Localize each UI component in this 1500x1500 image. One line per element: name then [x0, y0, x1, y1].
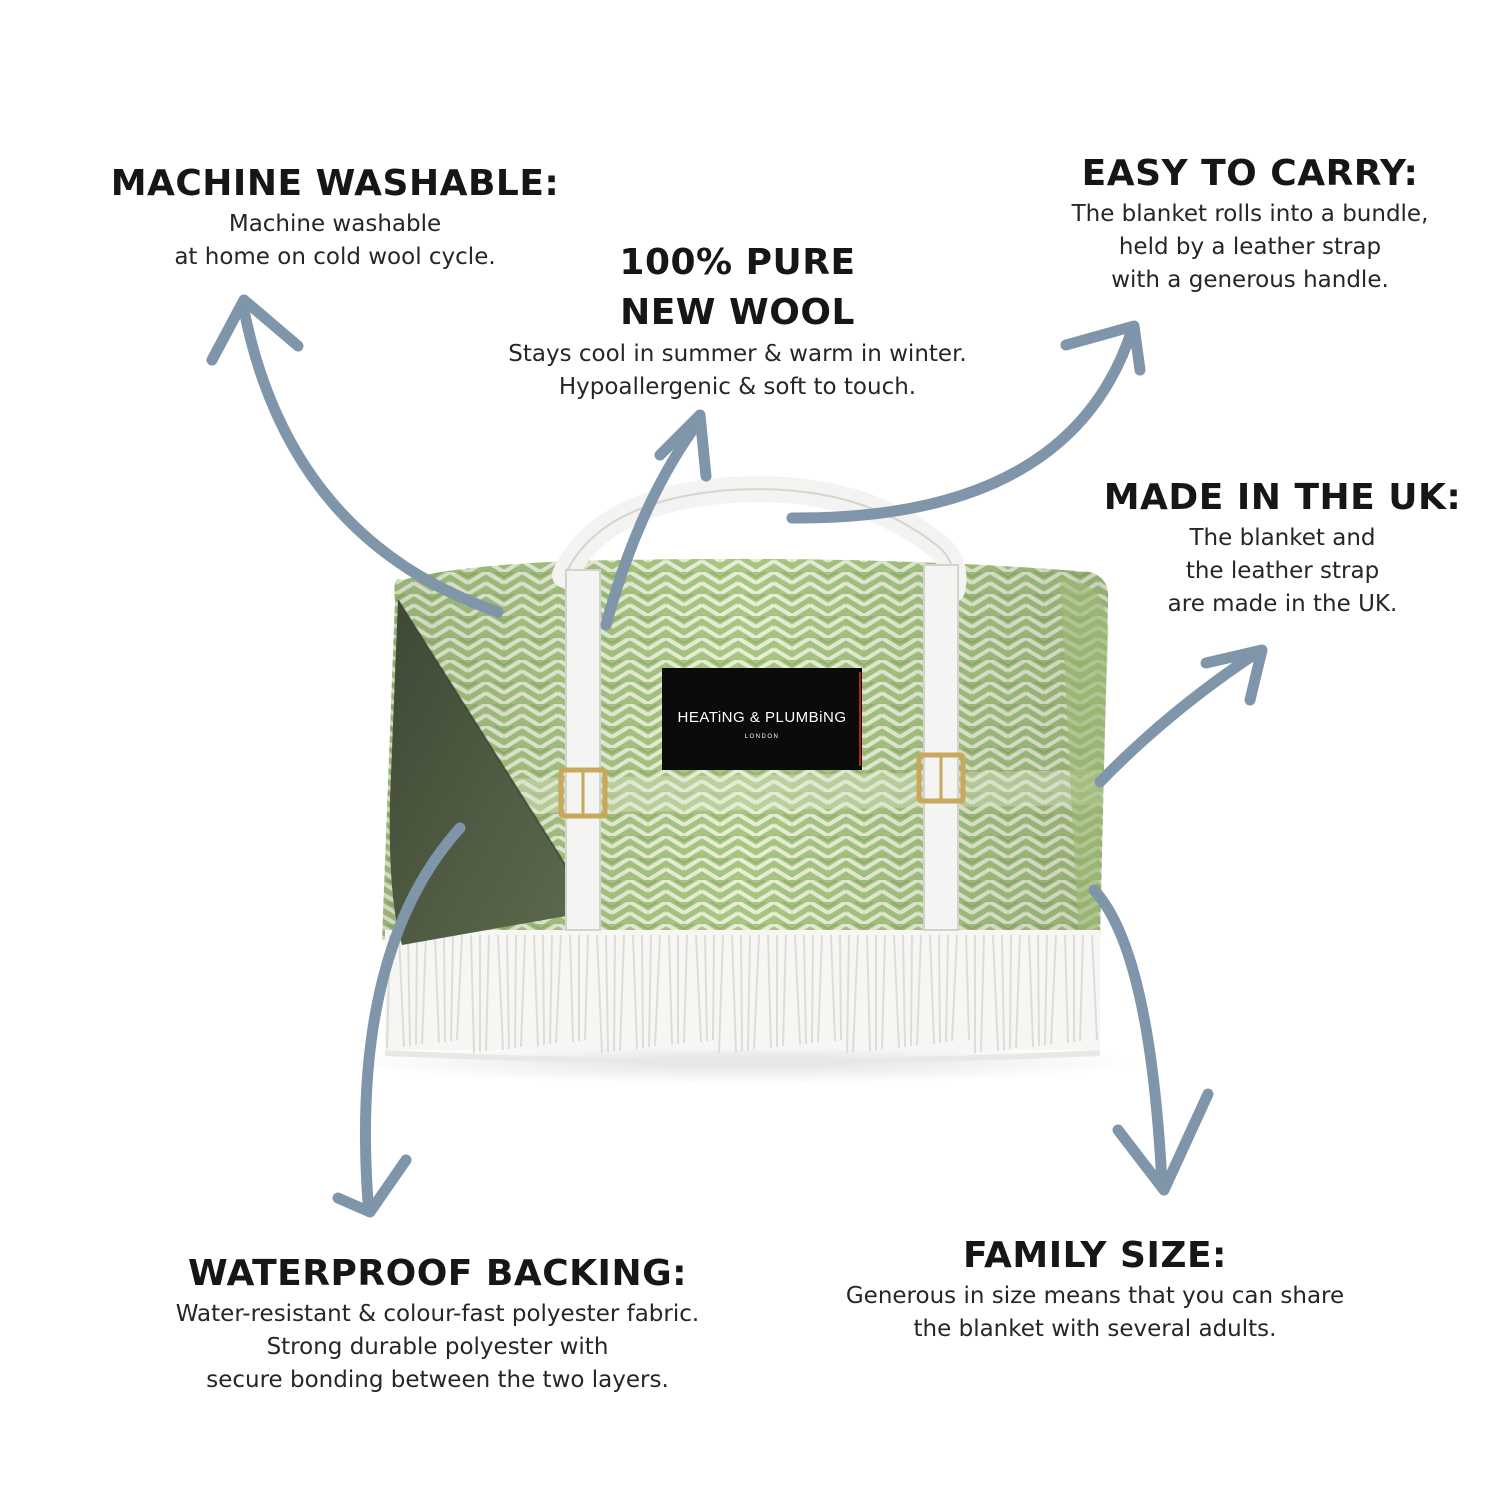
feature-made-in-uk: MADE IN THE UK: The blanket and the leat…: [1090, 474, 1475, 621]
brand-label-text: HEATiNG & PLUMBiNG: [677, 709, 846, 726]
feature-waterproof-backing: WATERPROOF BACKING: Water-resistant & co…: [105, 1250, 770, 1397]
leather-strap: [552, 476, 967, 931]
feature-title: 100% PURE NEW WOOL: [619, 242, 856, 333]
feature-description: Generous in size means that you can shar…: [845, 1283, 1345, 1342]
feature-description: Machine washable at home on cold wool cy…: [174, 211, 496, 270]
feature-easy-carry: EASY TO CARRY: The blanket rolls into a …: [1020, 150, 1480, 297]
strap-right: [923, 564, 959, 931]
fringe: [385, 930, 1100, 1064]
arrow-waterproof-backing: [332, 822, 466, 1218]
arrow-made-in-uk: [1094, 644, 1268, 788]
feature-description: Stays cool in summer & warm in winter. H…: [508, 341, 967, 400]
arrow-pure-wool: [600, 409, 712, 631]
arrows: [206, 294, 1268, 1218]
arrow-family-size: [1088, 884, 1214, 1196]
brand-label: HEATiNG & PLUMBiNG LONDON: [662, 668, 862, 770]
feature-pure-wool: 100% PURE NEW WOOL Stays cool in summer …: [455, 238, 1020, 404]
blanket-roll: [345, 558, 1145, 1084]
buckle-left: [558, 767, 608, 819]
feature-description: The blanket rolls into a bundle, held by…: [1071, 201, 1429, 293]
feature-title: EASY TO CARRY:: [1081, 153, 1419, 194]
feature-family-size: FAMILY SIZE: Generous in size means that…: [790, 1232, 1400, 1346]
feature-title: MACHINE WASHABLE:: [110, 163, 560, 204]
feature-title: MADE IN THE UK:: [1103, 477, 1462, 518]
feature-title: WATERPROOF BACKING:: [187, 1253, 688, 1294]
brand-label-city: LONDON: [745, 734, 780, 740]
arrow-easy-carry: [786, 320, 1146, 524]
feature-title: FAMILY SIZE:: [963, 1235, 1227, 1276]
feature-description: Water-resistant & colour-fast polyester …: [175, 1301, 700, 1393]
feature-description: The blanket and the leather strap are ma…: [1167, 525, 1398, 617]
feature-machine-washable: MACHINE WASHABLE: Machine washable at ho…: [90, 160, 580, 274]
arrow-machine-washable: [206, 294, 504, 618]
strap-left: [565, 569, 601, 931]
buckle-right: [916, 752, 966, 804]
